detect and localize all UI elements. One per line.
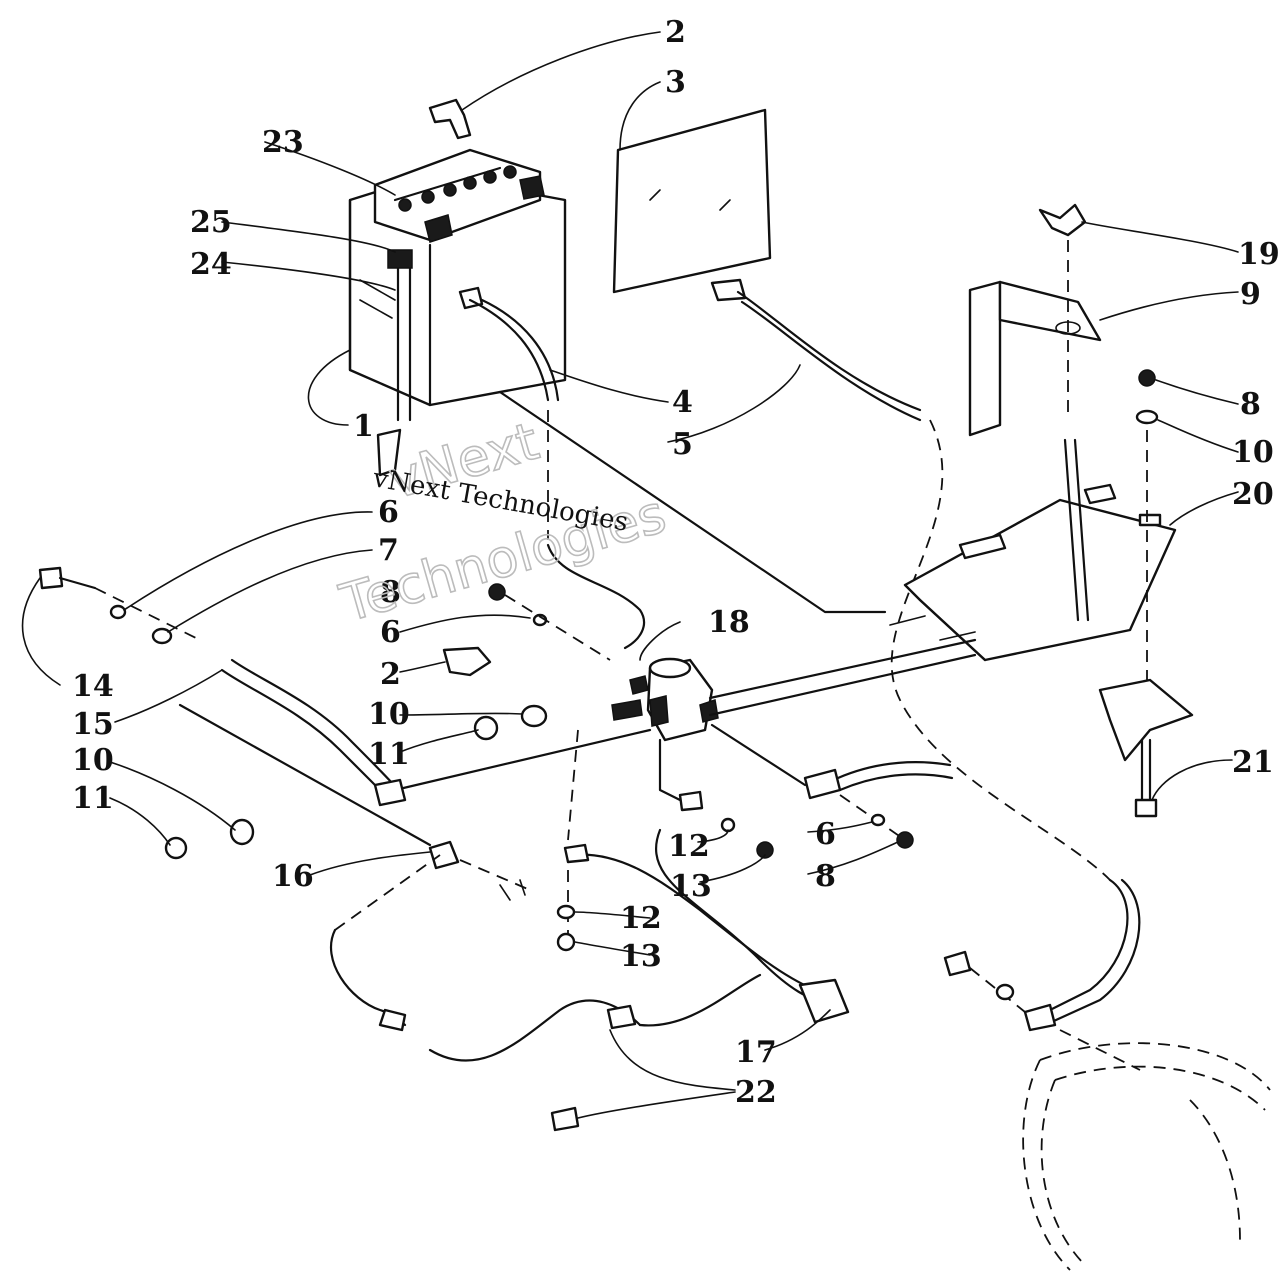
callout-14: 14: [72, 669, 114, 704]
hold-down-bracket: [968, 280, 1102, 437]
callout-1: 1: [353, 409, 374, 444]
callout-numbers: 2 3 23 25 24 19 9 8 10 1 4 5 20 6 7 8 6 …: [72, 15, 1280, 1110]
callout-16: 16: [272, 859, 314, 894]
battery-tray: [903, 483, 1177, 662]
callout-8: 8: [380, 575, 401, 610]
callout-13: 13: [670, 869, 712, 904]
callout-12: 12: [668, 829, 710, 864]
ground-strap: [38, 566, 432, 847]
starter-solenoid: [611, 657, 719, 742]
callout-8: 8: [1240, 387, 1261, 422]
battery-cable-negative: [710, 278, 1141, 1032]
callout-6: 6: [815, 817, 836, 852]
callout-12: 12: [620, 901, 662, 936]
callout-13: 13: [620, 939, 662, 974]
callout-21: 21: [1232, 745, 1274, 780]
battery-cover: [612, 108, 772, 294]
callout-10: 10: [72, 743, 114, 778]
callout-24: 24: [190, 247, 232, 282]
callout-20: 20: [1232, 477, 1274, 512]
callout-15: 15: [72, 707, 114, 742]
wiring-harness: [329, 729, 850, 1132]
callout-5: 5: [672, 427, 693, 462]
callout-17: 17: [735, 1035, 777, 1070]
battery-cable-positive: [458, 286, 646, 650]
callout-23: 23: [262, 125, 304, 160]
callout-11: 11: [72, 781, 114, 816]
callout-18: 18: [708, 605, 750, 640]
leader-lines: [21, 31, 1239, 1119]
callout-6: 6: [380, 615, 401, 650]
hold-down-rod: [376, 249, 413, 477]
callout-4: 4: [672, 385, 693, 420]
headlight-housing: [1022, 1029, 1271, 1271]
callout-9: 9: [1240, 277, 1261, 312]
callout-10: 10: [1232, 435, 1274, 470]
callout-6: 6: [378, 495, 399, 530]
callout-3: 3: [665, 65, 686, 100]
callout-2: 2: [665, 15, 686, 50]
callout-10: 10: [368, 697, 410, 732]
callout-11: 11: [368, 737, 410, 772]
callout-25: 25: [190, 205, 232, 240]
battery-cap: [428, 98, 492, 677]
wing-nut: [1038, 203, 1087, 237]
callout-19: 19: [1238, 237, 1280, 272]
callout-2: 2: [380, 657, 401, 692]
callout-8: 8: [815, 859, 836, 894]
callout-7: 7: [378, 533, 399, 568]
callout-22: 22: [735, 1075, 777, 1110]
battery: [348, 148, 567, 407]
